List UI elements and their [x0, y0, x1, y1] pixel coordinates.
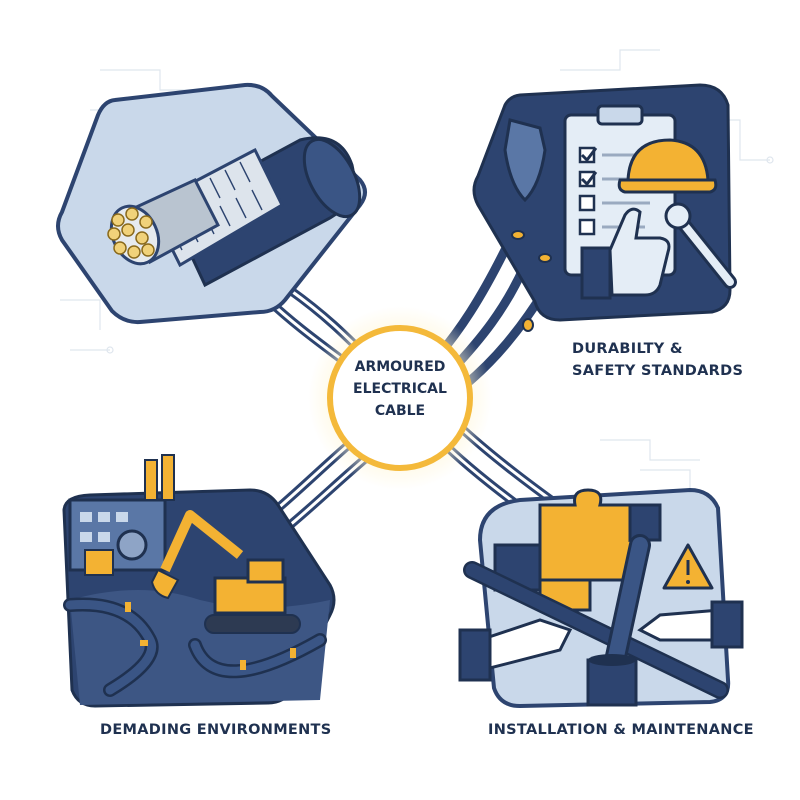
- hub-title: ARMOURED ELECTRICAL CABLE: [340, 356, 460, 422]
- durability-label-line2: SAFETY STANDARDS: [572, 363, 744, 379]
- shield-icon: [503, 118, 547, 203]
- hard-hat-icon: [617, 138, 718, 194]
- hub-line: CABLE: [374, 403, 426, 419]
- hub-line: ELECTRICAL: [353, 381, 447, 397]
- installation-label: INSTALLATION & MAINTENANCE: [488, 722, 754, 738]
- node-durability-safety: [472, 83, 737, 332]
- node-cable-cross-section: [56, 82, 367, 325]
- hub: [308, 306, 492, 490]
- factory-icon: [68, 454, 175, 576]
- durability-label: DURABILTY & SAFETY STANDARDS: [572, 338, 743, 382]
- armoured-cable-cross-section-icon: [107, 136, 362, 288]
- wrench-icon: [664, 202, 737, 289]
- thumbs-up-icon: [580, 207, 671, 300]
- node-demanding-environments: [62, 454, 336, 708]
- warning-icon: [662, 543, 714, 590]
- node-installation-maintenance: [458, 487, 744, 709]
- hub-line: ARMOURED: [354, 359, 446, 375]
- hands-icon: [458, 600, 744, 707]
- demanding-label: DEMADING ENVIRONMENTS: [100, 722, 332, 738]
- durability-label-line1: DURABILTY &: [572, 341, 683, 357]
- excavator-icon: [150, 510, 301, 634]
